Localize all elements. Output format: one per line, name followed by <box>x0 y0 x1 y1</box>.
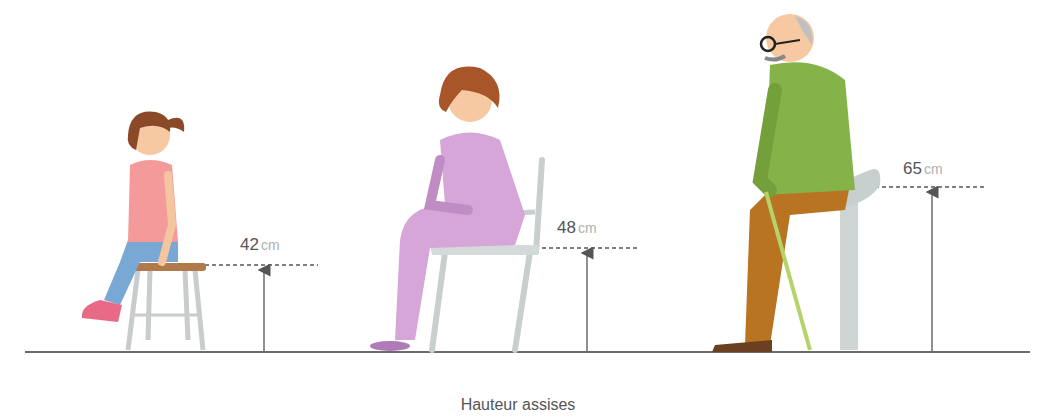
dimension-unit: cm <box>924 162 943 177</box>
dimension-unit: cm <box>578 221 597 236</box>
woman-on-chair <box>370 67 542 351</box>
dimension-value: 42 <box>240 236 259 255</box>
ground-line <box>25 351 1030 353</box>
girl-on-stool <box>82 111 206 350</box>
dimension-lines <box>205 187 987 351</box>
dimension-value: 65 <box>903 160 922 179</box>
dimension-value: 48 <box>557 219 576 238</box>
dimension-unit: cm <box>261 238 280 253</box>
caption: Hauteur assises <box>461 396 576 414</box>
man-on-stool <box>712 14 880 352</box>
